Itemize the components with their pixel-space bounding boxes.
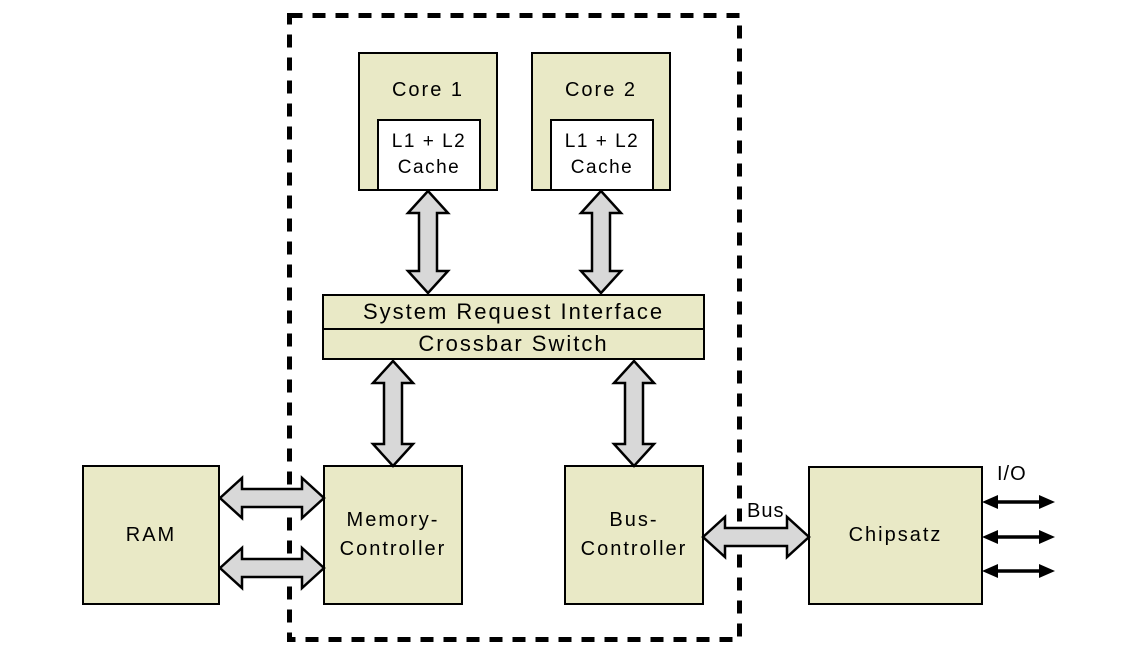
core1-cache-line1: L1 + L2 <box>391 131 467 152</box>
io-arrow-middle <box>982 530 1055 544</box>
core2-cache-line1: L1 + L2 <box>564 131 640 152</box>
bus-controller-line2: Controller <box>580 538 688 560</box>
crossbar-switch-box: Crossbar Switch <box>322 328 705 360</box>
system-request-interface-label: System Request Interface <box>362 299 665 324</box>
arrow-crossbar-memory-controller <box>370 359 416 468</box>
memory-controller-line2: Controller <box>339 538 447 560</box>
memory-controller-line1: Memory- <box>346 509 440 531</box>
bus-controller-box: Bus- Controller <box>564 465 704 605</box>
interconnect-bars: System Request Interface Crossbar Switch <box>322 294 705 360</box>
io-arrow-top <box>982 495 1055 509</box>
arrow-ram-memory-controller-lower <box>218 545 326 591</box>
system-request-interface-box: System Request Interface <box>322 294 705 330</box>
io-label: I/O <box>997 463 1027 485</box>
arrow-cache1-sri <box>405 189 451 295</box>
ram-label: RAM <box>125 523 177 546</box>
bus-controller-label: Bus- Controller <box>581 506 688 564</box>
core2-cache-box: L1 + L2 Cache <box>550 119 654 191</box>
core1-cache-line2: Cache <box>397 157 461 178</box>
memory-controller-box: Memory- Controller <box>323 465 463 605</box>
core2-label: Core 2 <box>564 79 638 101</box>
arrow-ram-memory-controller-upper <box>218 475 326 521</box>
arrow-cache2-sri <box>578 189 624 295</box>
core1-box: Core 1 L1 + L2 Cache <box>358 52 498 191</box>
chipset-label: Chipsatz <box>848 524 943 546</box>
bus-arrow-label: Bus <box>747 500 785 522</box>
memory-controller-label: Memory- Controller <box>340 506 447 564</box>
ram-box: RAM <box>82 465 220 605</box>
crossbar-switch-label: Crossbar Switch <box>418 331 609 356</box>
core1-cache-box: L1 + L2 Cache <box>377 119 481 191</box>
arrow-crossbar-bus-controller <box>611 359 657 468</box>
bus-controller-line1: Bus- <box>609 509 659 531</box>
core1-label: Core 1 <box>391 79 465 101</box>
core2-cache-line2: Cache <box>570 157 634 178</box>
arrow-bus-controller-chipset <box>701 514 811 560</box>
io-arrow-bottom <box>982 564 1055 578</box>
core2-box: Core 2 L1 + L2 Cache <box>531 52 671 191</box>
chipset-box: Chipsatz <box>808 466 983 605</box>
